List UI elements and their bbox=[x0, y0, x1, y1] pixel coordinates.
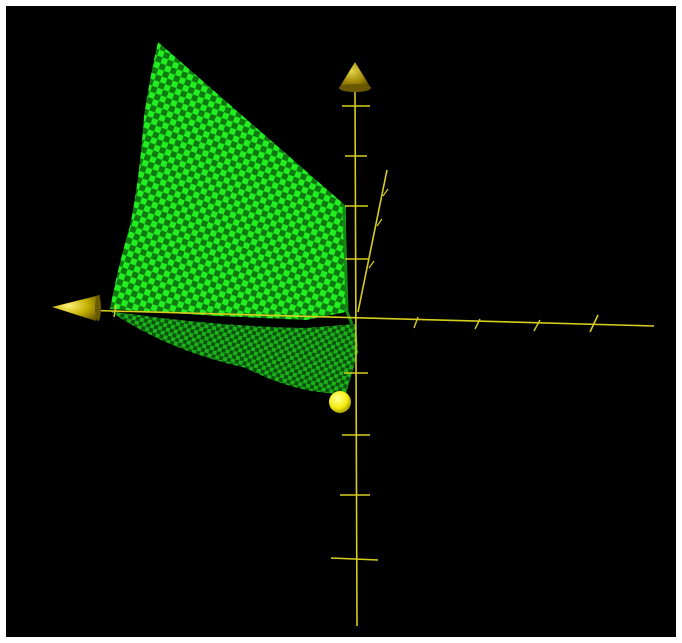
x-axis-tick-4 bbox=[533, 319, 541, 332]
z-axis-tick-3 bbox=[382, 188, 389, 197]
y-axis-line bbox=[354, 89, 358, 627]
sphere-icon[interactable] bbox=[329, 391, 351, 413]
x-axis-tick-3 bbox=[474, 318, 481, 330]
y-axis-tick-8 bbox=[330, 557, 379, 561]
surface-main-sheet bbox=[110, 42, 346, 320]
surface-ridge bbox=[342, 207, 354, 325]
3d-viewport[interactable] bbox=[6, 6, 676, 637]
cone-arrow-up-base bbox=[339, 84, 371, 92]
surface-lower-fold bbox=[110, 311, 358, 394]
x-axis-line bbox=[77, 309, 655, 327]
z-axis-line bbox=[357, 169, 388, 313]
cone-arrow-up-icon bbox=[339, 62, 371, 88]
z-axis-tick-2 bbox=[376, 218, 383, 227]
x-axis-tick-2 bbox=[413, 316, 419, 329]
cone-arrow-left-base bbox=[95, 295, 101, 321]
x-axis-tick-1 bbox=[113, 304, 117, 318]
x-axis-tick-5 bbox=[589, 314, 599, 333]
3d-scene[interactable] bbox=[6, 6, 676, 637]
cone-arrow-left-icon bbox=[52, 295, 100, 321]
z-axis-tick-1 bbox=[368, 260, 375, 269]
